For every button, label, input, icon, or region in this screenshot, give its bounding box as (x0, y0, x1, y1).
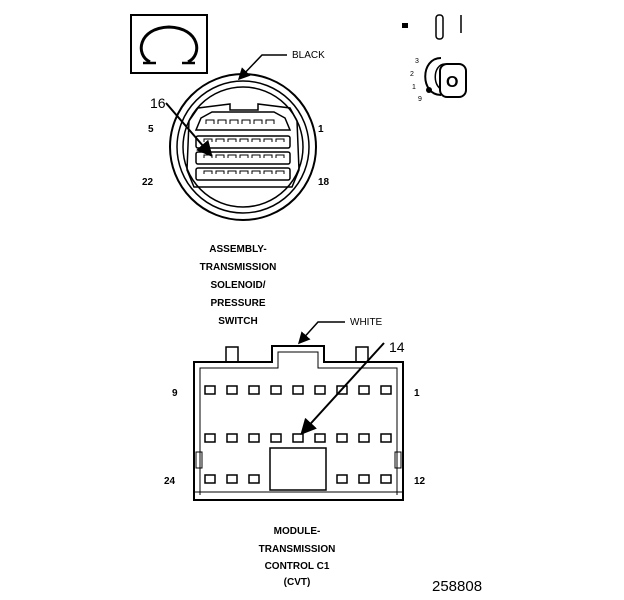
switch-pin-1: 1 (412, 84, 416, 91)
pin-label-9: 9 (172, 388, 178, 399)
pin-16-leader-arrow (165, 102, 213, 158)
pin-label-1-top: 1 (318, 124, 324, 135)
solenoid-title-line: PRESSURE (210, 298, 265, 309)
pin-label-1-bottom: 1 (414, 388, 420, 399)
tcm-connector-drawing (193, 345, 404, 501)
solenoid-title-line: SOLENOID/ (210, 280, 265, 291)
solenoid-connector-drawing (169, 73, 317, 221)
tcm-connector-title: MODULE- TRANSMISSION CONTROL C1 (CVT) (259, 526, 336, 588)
switch-pin-3: 3 (415, 58, 419, 65)
figure-number: 258808 (432, 578, 482, 595)
solenoid-title-line: TRANSMISSION (200, 262, 277, 273)
connector-color-label-black: BLACK (292, 50, 325, 61)
tcm-title-line: (CVT) (284, 577, 311, 588)
solenoid-title-line: SWITCH (218, 316, 257, 327)
callout-pin-14: 14 (389, 339, 405, 355)
solenoid-title-line: ASSEMBLY- (209, 244, 266, 255)
tcm-title-line: TRANSMISSION (259, 544, 336, 555)
tcm-title-line: MODULE- (274, 526, 321, 537)
black-leader-arrow (237, 54, 287, 81)
pin-label-24: 24 (164, 476, 176, 487)
ohmmeter-icon (130, 14, 208, 74)
switch-pin-2: 2 (410, 71, 414, 78)
pin-label-12: 12 (414, 476, 426, 487)
pin-label-18: 18 (318, 177, 330, 188)
connector-color-label-white: WHITE (350, 317, 383, 328)
switch-pin-9: 9 (418, 96, 422, 103)
solenoid-connector-title: ASSEMBLY- TRANSMISSION SOLENOID/ PRESSUR… (200, 244, 277, 327)
pin-label-22: 22 (142, 177, 154, 188)
ignition-switch-icon (402, 14, 467, 98)
callout-pin-16: 16 (150, 95, 166, 111)
pin-label-5: 5 (148, 124, 154, 135)
key-label: O (446, 74, 458, 91)
tcm-title-line: CONTROL C1 (265, 561, 330, 572)
pin-14-leader-arrow (300, 342, 385, 435)
white-leader-arrow (297, 321, 345, 345)
